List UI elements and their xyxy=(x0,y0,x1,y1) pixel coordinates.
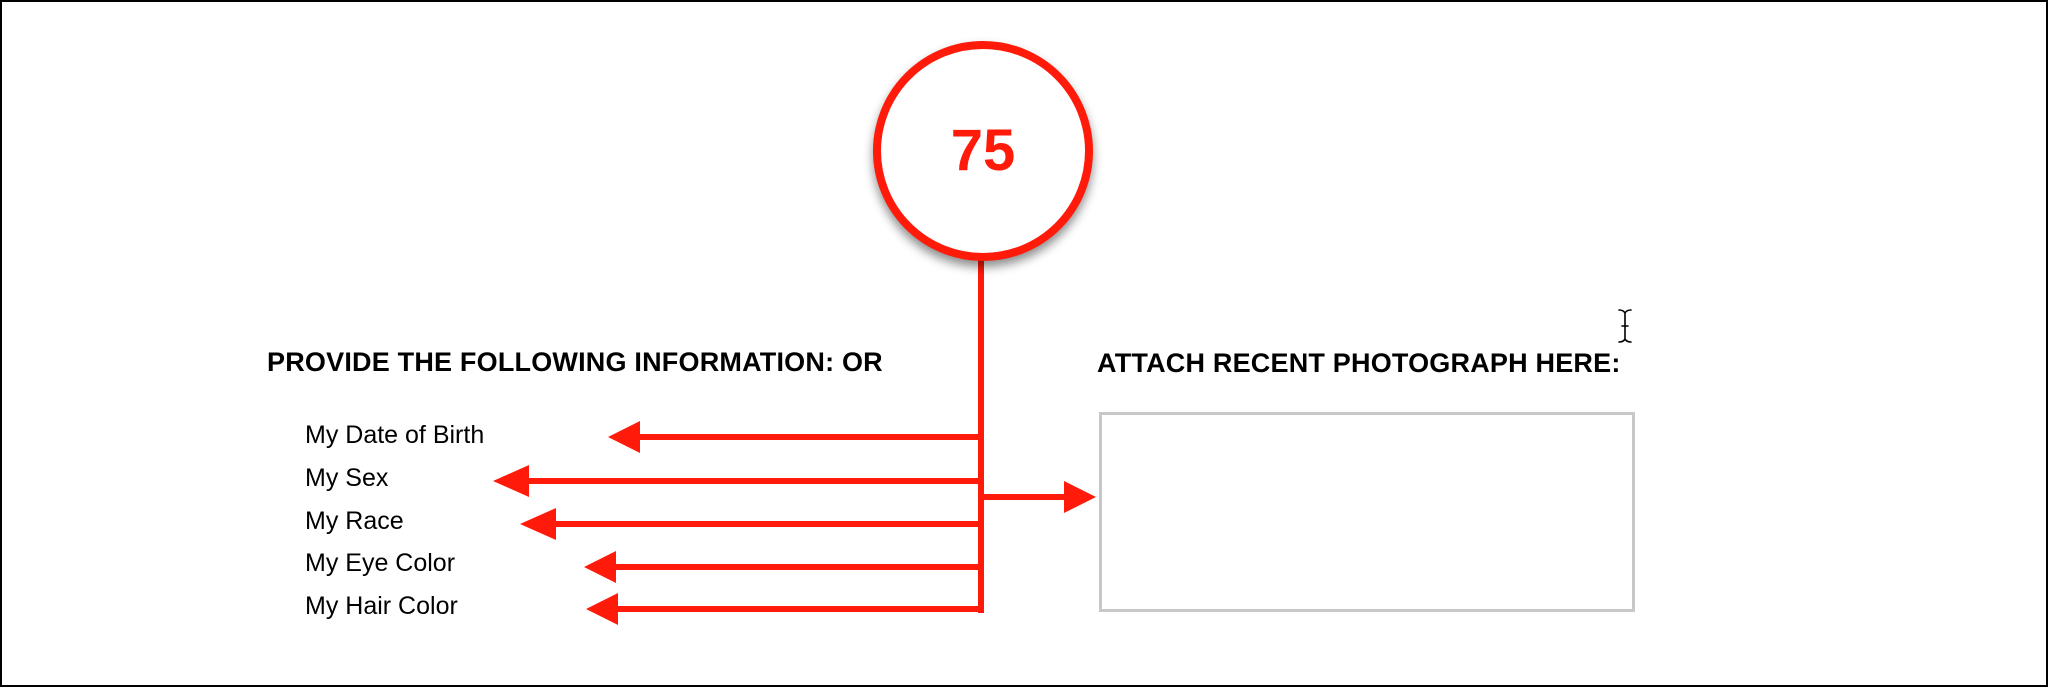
arrow-shaft-sex xyxy=(527,478,984,484)
info-heading: PROVIDE THE FOLLOWING INFORMATION: OR xyxy=(267,347,883,378)
field-label-hair-color: My Hair Color xyxy=(305,592,458,620)
info-heading-suffix: : OR xyxy=(825,347,883,377)
field-label-date-of-birth: My Date of Birth xyxy=(305,421,485,449)
arrowhead-hair-color xyxy=(586,593,618,625)
connector-vertical-line xyxy=(978,257,984,613)
field-label-race: My Race xyxy=(305,507,404,535)
arrowhead-date-of-birth xyxy=(608,421,640,453)
arrow-shaft-eye-color xyxy=(614,564,984,570)
arrowhead-race xyxy=(520,508,556,540)
arrowhead-eye-color xyxy=(584,551,616,583)
callout-badge-number: 75 xyxy=(950,118,1016,183)
info-heading-text: PROVIDE THE FOLLOWING INFORMATION xyxy=(267,347,826,377)
arrow-shaft-date-of-birth xyxy=(638,434,984,440)
arrow-shaft-race xyxy=(554,521,984,527)
callout-badge: 75 xyxy=(873,41,1093,261)
arrow-shaft-hair-color xyxy=(616,606,984,612)
photo-heading: ATTACH RECENT PHOTOGRAPH HERE: xyxy=(1097,348,1621,378)
arrowhead-photo xyxy=(1064,481,1096,513)
text-cursor-icon xyxy=(1617,308,1633,344)
field-label-eye-color: My Eye Color xyxy=(305,549,456,577)
field-label-sex: My Sex xyxy=(305,464,389,492)
photo-attachment-box[interactable] xyxy=(1099,412,1635,612)
arrow-shaft-photo xyxy=(984,494,1066,500)
arrowhead-sex xyxy=(493,465,529,497)
